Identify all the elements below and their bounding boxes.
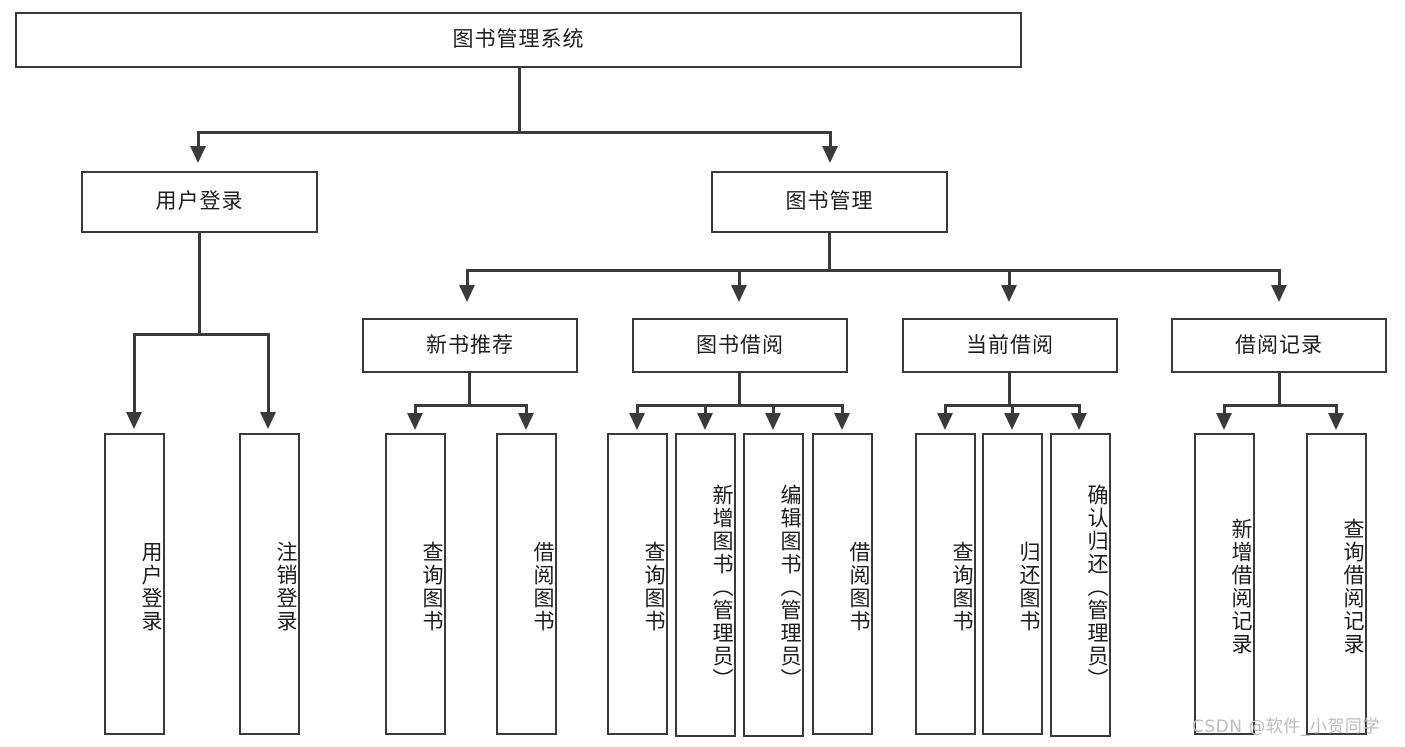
connector-book-borrow-stem	[738, 373, 741, 406]
connector-br-drop-1	[1223, 404, 1226, 416]
node-label: 确认归还（管理员）	[1085, 483, 1109, 691]
arrowhead-borrow-record	[1271, 285, 1287, 302]
node-new-book-recommend[interactable]: 新书推荐	[362, 318, 578, 373]
connector-root-to-book-management	[829, 131, 832, 149]
connector-bb-drop-3	[772, 404, 775, 416]
node-label: 归还图书	[1017, 541, 1041, 633]
node-label: 查询图书	[642, 541, 666, 633]
connector-user-login-bus	[133, 333, 269, 336]
leaf-book-borrow-edit-book-admin[interactable]: 编辑图书（管理员）	[743, 433, 804, 737]
node-user-login[interactable]: 用户登录	[81, 171, 318, 233]
arrowhead-bb-leaf-2	[697, 413, 713, 430]
node-label: 编辑图书（管理员）	[778, 483, 802, 691]
connector-new-book-stem	[468, 373, 471, 406]
node-book-borrow[interactable]: 图书借阅	[632, 318, 848, 373]
leaf-current-borrow-return-book[interactable]: 归还图书	[982, 433, 1043, 735]
arrowhead-br-leaf-2	[1328, 413, 1344, 430]
arrowhead-new-book-recommend	[459, 285, 475, 302]
arrowhead-user-login-leaf-2	[260, 412, 276, 429]
node-label: 查询借阅记录	[1341, 518, 1365, 656]
connector-book-management-stem	[828, 233, 831, 271]
leaf-new-book-query-book[interactable]: 查询图书	[385, 433, 446, 735]
node-label: 新增借阅记录	[1229, 518, 1253, 656]
node-label: 用户登录	[139, 541, 163, 633]
node-book-management[interactable]: 图书管理	[711, 171, 948, 233]
connector-bm-to-book-borrow	[738, 269, 741, 287]
node-label: 新书推荐	[426, 332, 514, 357]
connector-current-borrow-stem	[1008, 373, 1011, 406]
connector-bm-to-current-borrow	[1008, 269, 1011, 287]
leaf-book-borrow-borrow-book[interactable]: 借阅图书	[812, 433, 873, 735]
leaf-borrow-record-query-record[interactable]: 查询借阅记录	[1306, 433, 1367, 735]
arrowhead-new-book-leaf-2	[518, 413, 534, 430]
connector-bb-drop-1	[636, 404, 639, 416]
leaf-user-login-logout[interactable]: 注销登录	[239, 433, 300, 735]
arrowhead-to-user-login	[190, 146, 206, 163]
node-root-book-management-system[interactable]: 图书管理系统	[15, 12, 1022, 68]
node-borrow-record[interactable]: 借阅记录	[1171, 318, 1387, 373]
node-label: 图书管理系统	[452, 27, 585, 52]
leaf-borrow-record-add-record[interactable]: 新增借阅记录	[1194, 433, 1255, 735]
node-label: 用户登录	[155, 189, 244, 214]
connector-bb-drop-2	[704, 404, 707, 416]
connector-br-drop-2	[1335, 404, 1338, 416]
node-label: 当前借阅	[966, 332, 1054, 357]
connector-user-login-to-leaf-2	[267, 333, 270, 415]
connector-new-book-drop-1	[414, 404, 417, 416]
node-label: 新增图书（管理员）	[710, 483, 734, 691]
connector-cb-drop-2	[1011, 404, 1014, 416]
leaf-user-login-login[interactable]: 用户登录	[104, 433, 165, 735]
node-label: 图书管理	[785, 189, 874, 214]
node-label: 查询图书	[950, 541, 974, 633]
arrowhead-bb-leaf-1	[629, 413, 645, 430]
connector-new-book-bus	[414, 404, 528, 407]
connector-bm-to-borrow-record	[1278, 269, 1281, 287]
node-label: 注销登录	[274, 541, 298, 633]
connector-root-to-user-login	[197, 131, 200, 149]
arrowhead-cb-leaf-3	[1071, 413, 1087, 430]
arrowhead-user-login-leaf-1	[126, 412, 142, 429]
node-label: 图书借阅	[696, 332, 784, 357]
connector-bm-to-new-book	[466, 269, 469, 287]
connector-bb-drop-4	[841, 404, 844, 416]
leaf-current-borrow-query-book[interactable]: 查询图书	[915, 433, 976, 735]
node-label: 借阅图书	[531, 541, 555, 633]
connector-cb-drop-3	[1078, 404, 1081, 416]
node-label: 借阅图书	[847, 541, 871, 633]
node-label: 查询图书	[420, 541, 444, 633]
connector-book-management-bus	[466, 269, 1281, 272]
node-current-borrow[interactable]: 当前借阅	[902, 318, 1118, 373]
connector-user-login-to-leaf-1	[133, 333, 136, 415]
leaf-book-borrow-query-book[interactable]: 查询图书	[607, 433, 668, 735]
connector-book-borrow-bus	[636, 404, 844, 407]
csdn-watermark: CSDN @软件_小贺同学	[1192, 717, 1380, 737]
arrowhead-book-borrow	[731, 285, 747, 302]
arrowhead-current-borrow	[1001, 285, 1017, 302]
arrowhead-bb-leaf-4	[834, 413, 850, 430]
connector-cb-drop-1	[944, 404, 947, 416]
connector-user-login-stem	[198, 233, 201, 335]
connector-new-book-drop-2	[525, 404, 528, 416]
node-label: 借阅记录	[1235, 332, 1323, 357]
leaf-book-borrow-add-book-admin[interactable]: 新增图书（管理员）	[675, 433, 736, 737]
connector-root-stem	[518, 68, 521, 133]
arrowhead-br-leaf-1	[1216, 413, 1232, 430]
connector-borrow-record-stem	[1278, 373, 1281, 406]
arrowhead-cb-leaf-1	[937, 413, 953, 430]
leaf-new-book-borrow-book[interactable]: 借阅图书	[496, 433, 557, 735]
arrowhead-new-book-leaf-1	[407, 413, 423, 430]
leaf-current-borrow-confirm-return-admin[interactable]: 确认归还（管理员）	[1050, 433, 1111, 737]
connector-root-bus	[197, 131, 832, 134]
connector-borrow-record-bus	[1223, 404, 1338, 407]
arrowhead-to-book-management	[822, 146, 838, 163]
arrowhead-cb-leaf-2	[1004, 413, 1020, 430]
arrowhead-bb-leaf-3	[765, 413, 781, 430]
